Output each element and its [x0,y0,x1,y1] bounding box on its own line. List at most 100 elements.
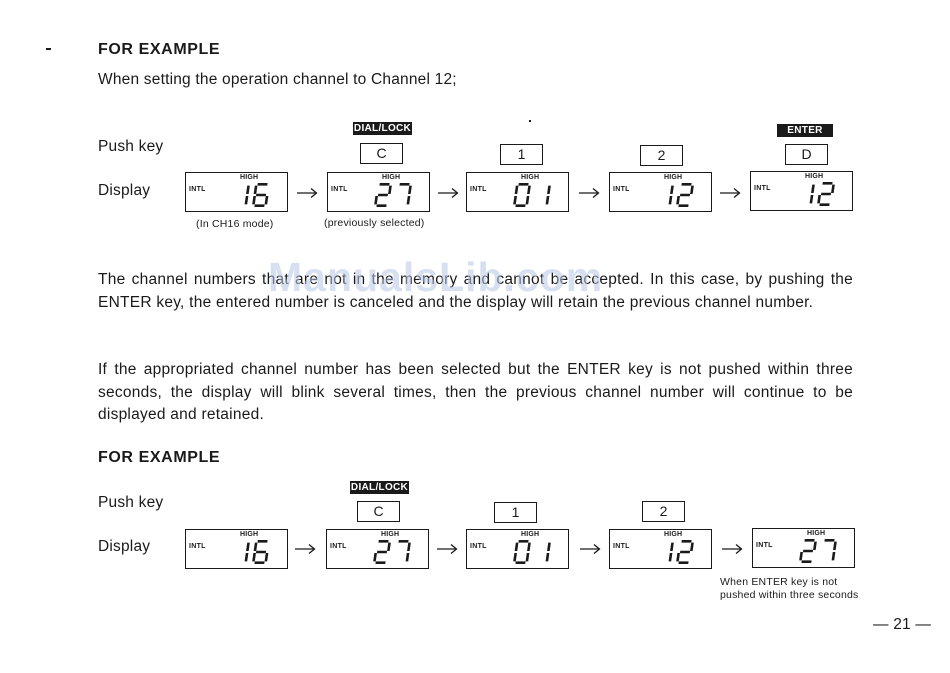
lcd-segment [676,196,680,205]
channel-display: INTL HIGH [185,172,288,212]
print-mark [46,48,51,50]
channel-display: INTL HIGH [609,172,712,212]
lcd-segment [376,204,387,207]
arrow-right-icon [580,543,601,555]
page-number: — 21 — [873,616,932,633]
lcd-segment [817,195,821,204]
digit-glyph [513,540,531,564]
lcd-segment [668,196,673,205]
lcd-segment [244,553,249,562]
lcd-segment [819,203,830,206]
digit-glyph [668,185,674,205]
lcd-segment [547,542,551,551]
key-2: 2 [640,145,683,166]
channel-display: INTL HIGH [466,172,569,212]
lcd-segment [407,542,411,551]
high-indicator: HIGH [240,174,259,181]
lcd-segment [379,183,390,186]
digit-glyph [809,184,815,204]
lcd-segment [678,561,689,564]
lcd-segment [801,560,812,563]
lcd-segment [255,550,267,554]
lcd-segment [799,552,803,561]
lcd-segment [253,185,258,194]
lcd-segment [690,542,694,551]
digit-glyph [398,540,411,562]
lcd-segment [831,184,835,193]
lcd-segment [545,553,550,562]
lcd-segment [831,552,836,561]
intl-indicator: INTL [754,185,771,192]
lcd-segment [670,542,674,551]
lcd-segment [690,185,694,194]
channel-digits [668,183,694,207]
channel-display: INTL HIGH [327,172,430,212]
lcd-segment [513,196,517,205]
lcd-segment [374,196,378,205]
channel-display: INTL HIGH [466,529,569,569]
lcd-segment [514,542,519,551]
lcd-segment [244,196,249,205]
intl-indicator: INTL [613,543,630,550]
channel-digits [799,539,837,563]
lcd-segment [253,542,258,551]
intl-indicator: INTL [613,186,630,193]
lcd-segment [252,553,256,562]
lcd-segment [525,553,530,562]
lcd-segment [378,540,389,543]
lcd-segment [513,553,517,562]
lcd-segment [804,539,815,542]
body-paragraph: If the appropriated channel number has b… [98,361,853,423]
lcd-segment [527,542,531,551]
high-indicator: HIGH [381,531,400,538]
high-indicator: HIGH [664,174,683,181]
lcd-segment [679,550,691,554]
lcd-segment [387,542,391,551]
intl-indicator: INTL [189,543,206,550]
digit-glyph [399,183,412,205]
intl-indicator: INTL [470,186,487,193]
digit-glyph [513,183,531,207]
channel-digits [513,183,551,207]
lcd-segment [264,196,269,205]
digit-glyph [252,183,269,207]
lcd-segment [527,185,531,194]
lcd-segment [254,561,265,564]
watermark-logo: ManualsLib.com [268,254,604,300]
push-key-label: Push key [98,494,164,511]
digit-glyph [799,539,817,563]
channel-display: INTL HIGH [185,529,288,569]
display-caption: (In CH16 mode) [196,218,274,230]
key-2: 2 [642,501,685,522]
lcd-segment [373,553,377,562]
dial-lock-label: DIAL/LOCK [353,122,412,135]
key-c: C [357,501,400,522]
channel-digits [373,540,411,564]
lcd-segment [255,193,267,197]
channel-digits [513,540,551,564]
display-label: Display [98,182,151,199]
high-indicator: HIGH [240,531,259,538]
digit-glyph [676,183,694,207]
high-indicator: HIGH [382,174,401,181]
lcd-segment [376,550,388,554]
high-indicator: HIGH [807,530,826,537]
lcd-segment [515,561,526,564]
arrow-right-icon [720,187,741,199]
arrow-right-icon [437,543,458,555]
lcd-segment [375,561,386,564]
dial-lock-label: DIAL/LOCK [350,481,409,494]
example-heading: FOR EXAMPLE [98,41,221,58]
channel-display: INTL HIGH [752,528,855,568]
arrow-right-icon [722,543,743,555]
lcd-segment [518,183,529,186]
lcd-segment [257,540,268,543]
arrow-right-icon [579,187,600,199]
body-paragraph: The channel numbers that are not in the … [98,271,853,311]
channel-digits [244,183,269,207]
lcd-segment [802,549,814,553]
lcd-segment [676,553,680,562]
lcd-segment [670,185,674,194]
lcd-segment [254,204,265,207]
lcd-segment [398,540,409,543]
